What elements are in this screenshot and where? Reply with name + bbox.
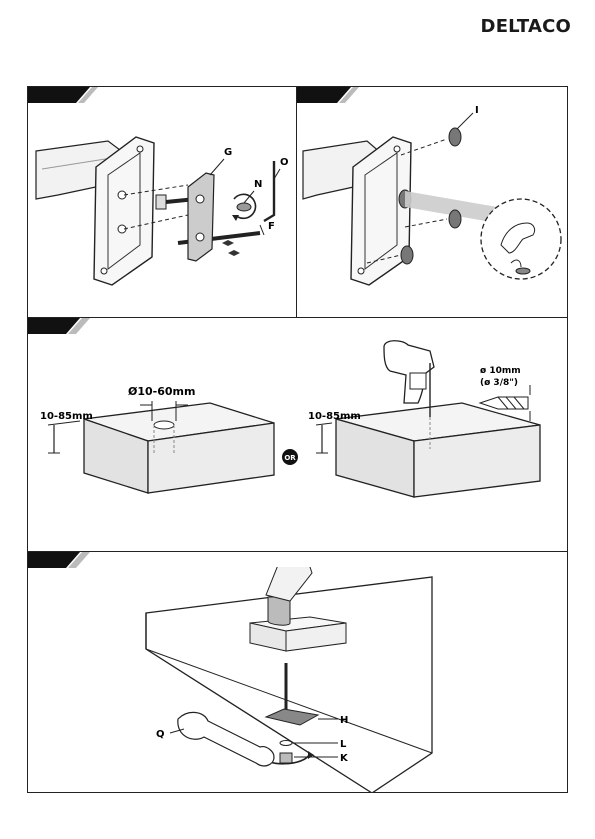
panel-divider-2 [28, 551, 567, 552]
step3-illustration: 10-85mm Ø10-60mm OR ø 10mm (ø 3/8") 10-8… [28, 333, 567, 551]
step2-illustration: I [297, 103, 567, 317]
thickness-right: 10-85mm [308, 411, 361, 422]
label-k: K [340, 753, 349, 764]
instruction-frame: G N O F I [27, 86, 568, 793]
step-tab-4 [28, 552, 98, 568]
step1-illustration: G N O F [28, 103, 296, 317]
label-h: H [340, 715, 348, 726]
label-n: N [254, 179, 262, 190]
label-l: L [340, 739, 347, 750]
step-tab-3 [28, 318, 98, 334]
step4-illustration: H L K Q [28, 567, 567, 793]
drill-size-imperial: (ø 3/8") [480, 378, 518, 388]
label-o: O [280, 157, 289, 168]
drill-size: ø 10mm [480, 366, 521, 376]
panel-divider-1 [28, 317, 567, 318]
brand-logo: DELTACO [481, 16, 571, 37]
thickness-left: 10-85mm [40, 411, 93, 422]
hole-diameter: Ø10-60mm [128, 385, 195, 398]
label-g: G [224, 147, 232, 158]
label-q: Q [156, 729, 165, 740]
or-badge: OR [284, 454, 296, 462]
drill-icon [384, 341, 434, 417]
step-tab-2 [297, 87, 367, 103]
label-i: I [475, 105, 479, 116]
label-f: F [268, 221, 275, 232]
step-tab-1 [28, 87, 98, 103]
